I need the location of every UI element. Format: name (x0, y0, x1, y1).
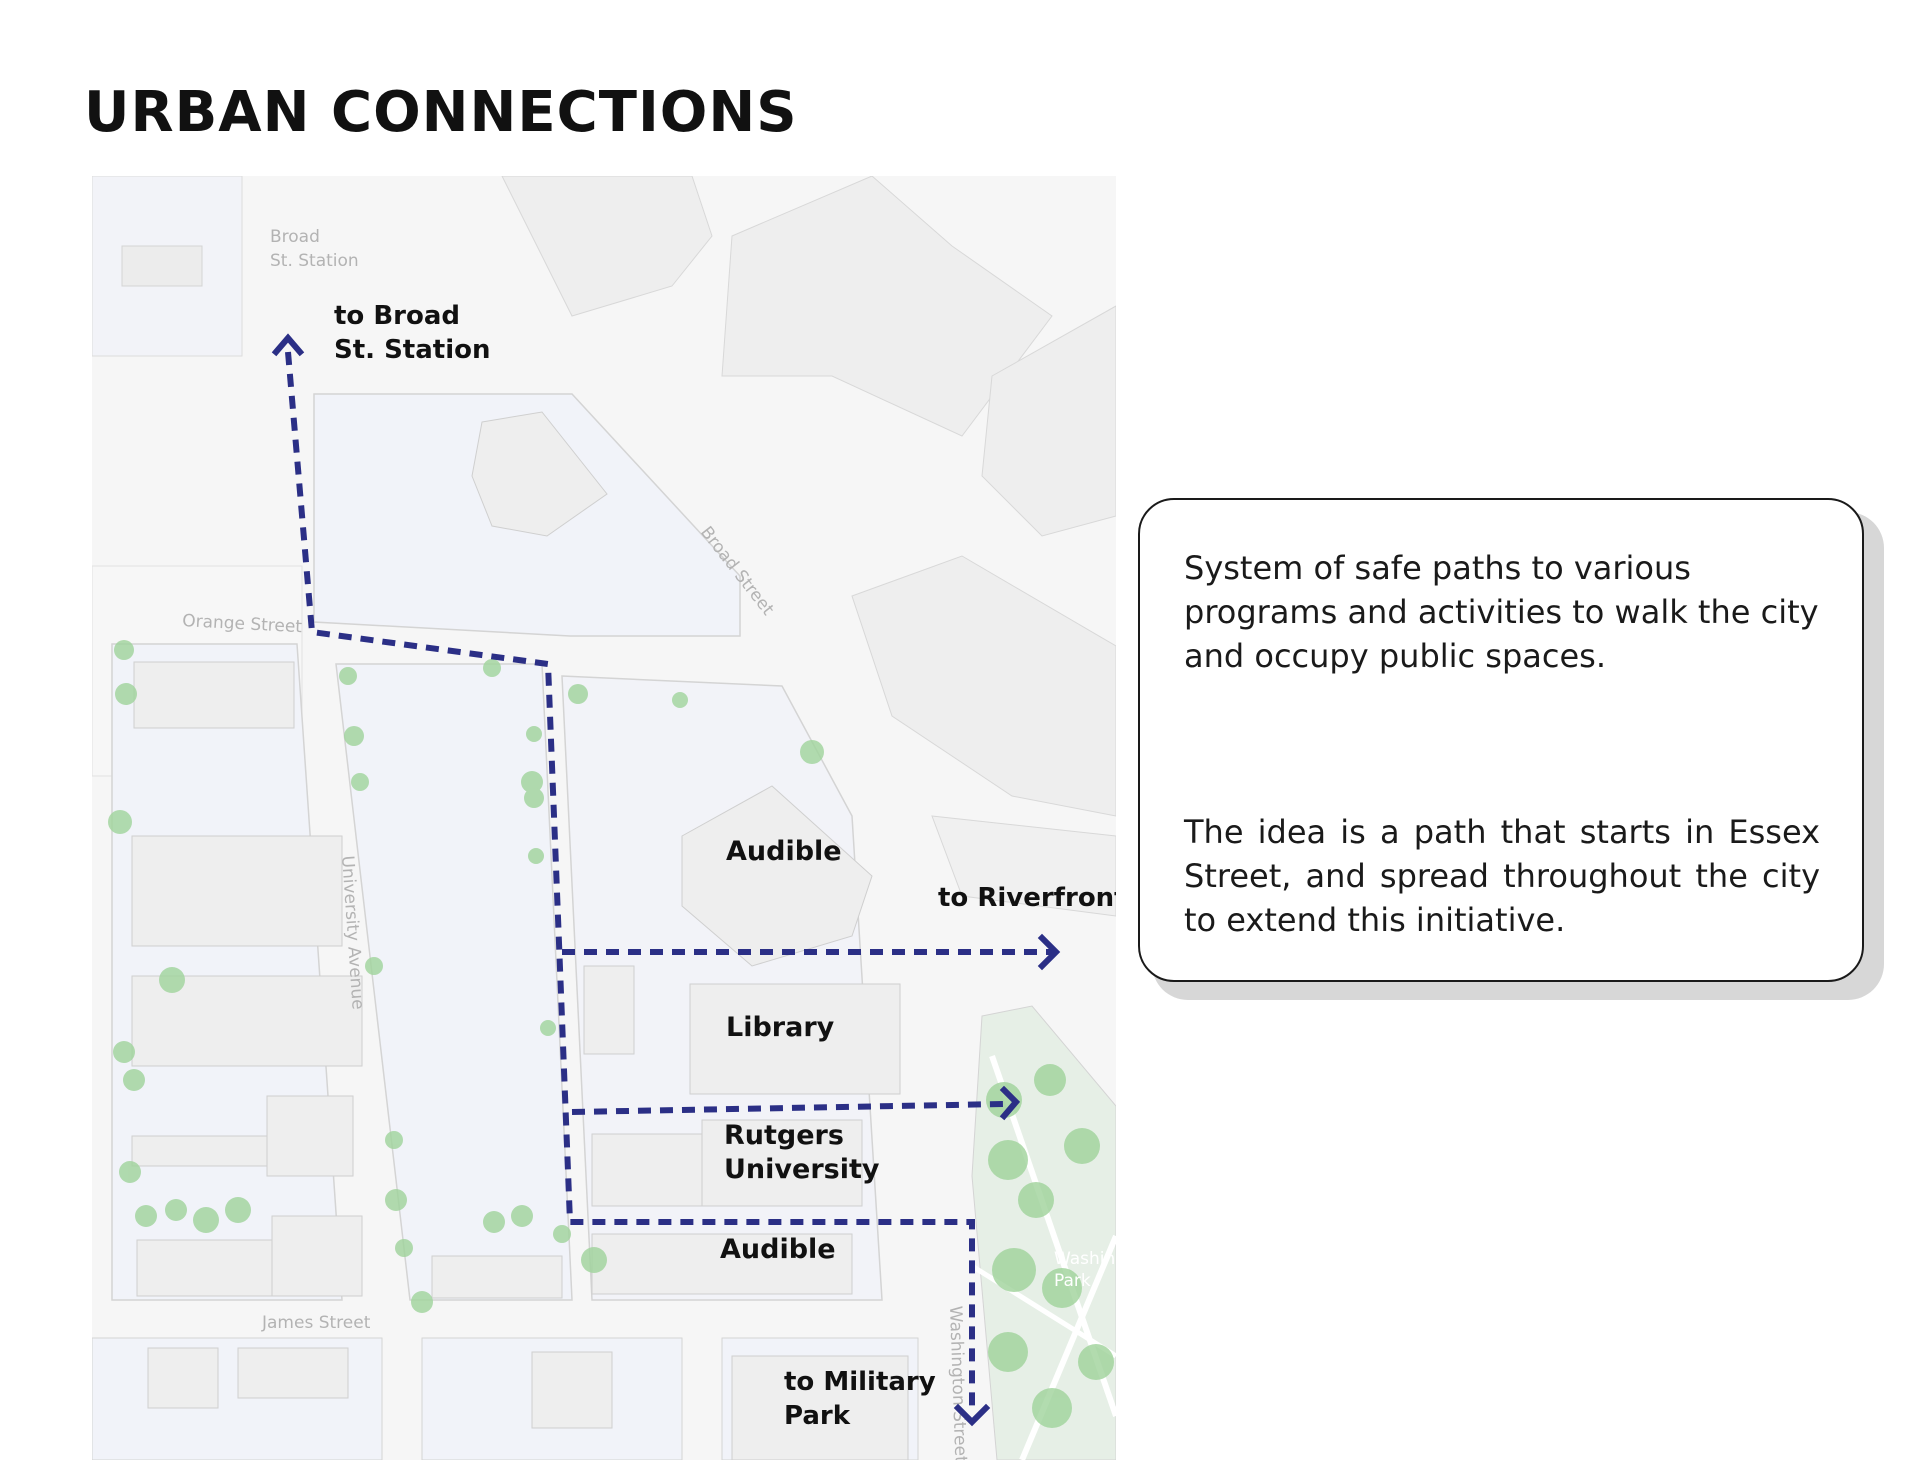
destination-military-park-line2: Park (784, 1401, 851, 1431)
building-label-library: Library (726, 1012, 835, 1043)
block-west (111, 643, 363, 1301)
description-paragraph-1: System of safe paths to various programs… (1184, 549, 1819, 675)
destination-broad-station-line1: to Broad (334, 301, 460, 331)
site-map: Broad St. Station Orange Street Broad St… (92, 176, 1116, 1460)
building-audible-south (591, 1233, 853, 1295)
description-paragraph-2: The idea is a path that starts in Essex … (1184, 813, 1820, 939)
building-label-rutgers-line1: Rutgers (724, 1120, 844, 1151)
safe-path-network (285, 351, 1052, 1412)
building-library (689, 983, 901, 1095)
street-label-broad-station-line1: Broad (270, 227, 320, 247)
building-label-rutgers-line2: University (724, 1154, 880, 1185)
street-label-james: James Street (261, 1313, 371, 1333)
building-rutgers (701, 1119, 863, 1207)
block-central-east (561, 675, 901, 1301)
page-title: URBAN CONNECTIONS (84, 80, 798, 145)
buildings-northeast (501, 176, 1116, 917)
street-label-broad-station-line2: St. Station (270, 251, 359, 271)
building-audible-north (681, 785, 873, 967)
blocks-south (92, 1337, 919, 1460)
destination-broad-station-line2: St. Station (334, 335, 491, 365)
destination-riverfront: to Riverfront (938, 883, 1116, 913)
destination-military-park-line1: to Military (784, 1367, 936, 1397)
path-arrowheads (271, 333, 1061, 1427)
parking-lot-north (313, 393, 741, 637)
building-label-audible-south: Audible (720, 1234, 836, 1265)
description-card: System of safe paths to various programs… (1138, 498, 1864, 982)
park-label-line2: Park (1054, 1271, 1091, 1291)
trees (108, 640, 1114, 1428)
park-label-line1: Washin (1054, 1249, 1115, 1269)
building-label-audible-north: Audible (726, 836, 842, 867)
